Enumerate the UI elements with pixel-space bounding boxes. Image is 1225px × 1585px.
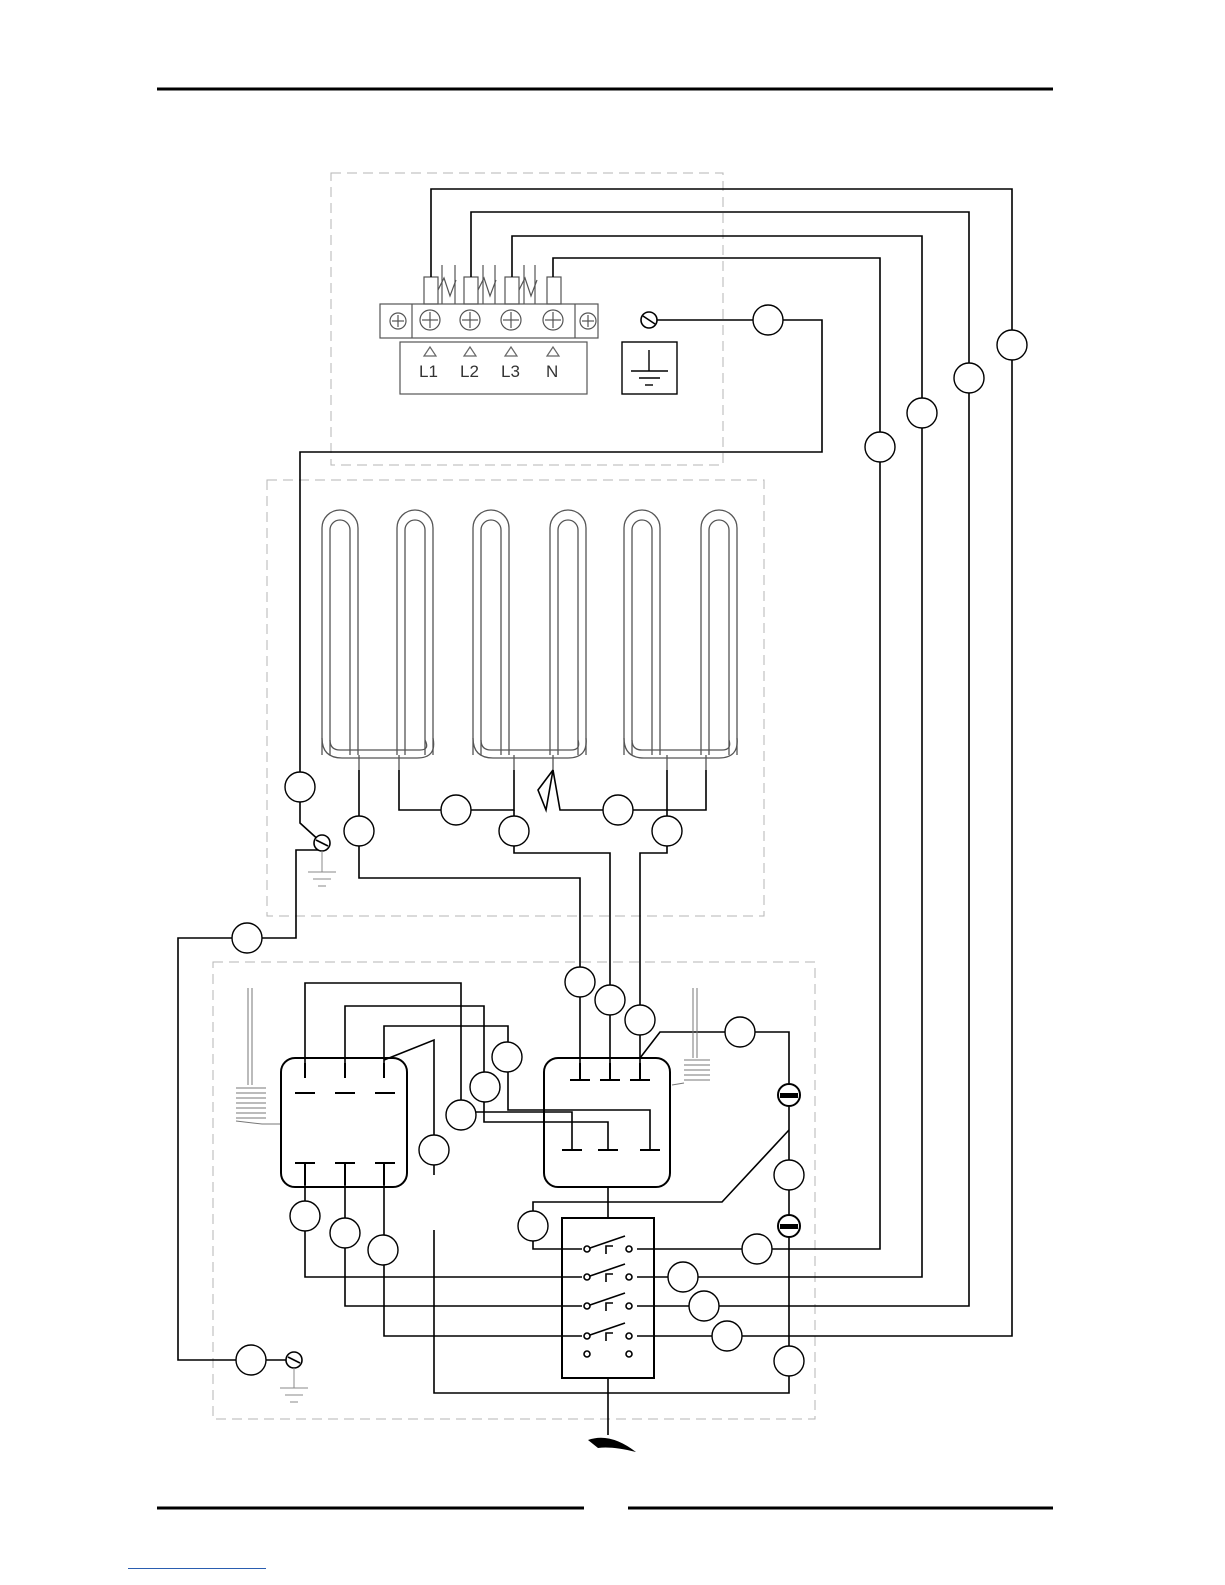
- ground-symbol-icon: [622, 342, 677, 394]
- wire-marker: [565, 967, 595, 997]
- heater-enclosure: [267, 480, 764, 916]
- wire-marker: [285, 772, 315, 802]
- wire-marker: [625, 1005, 655, 1035]
- wire-marker: [689, 1291, 719, 1321]
- wire-marker: [907, 398, 937, 428]
- wire-marker: [954, 363, 984, 393]
- terminal-block: [380, 265, 598, 394]
- wire-marker: [344, 816, 374, 846]
- ground-symbol-icon: [280, 851, 336, 1402]
- earth-stud-icon: [286, 835, 330, 1368]
- wire-marker: [441, 795, 471, 825]
- wire-marker: [419, 1135, 449, 1165]
- wire-marker: [236, 1345, 266, 1375]
- earth-stud-icon: [641, 312, 657, 328]
- wire-marker: [997, 330, 1027, 360]
- wire-marker: [753, 305, 783, 335]
- wire-marker: [774, 1346, 804, 1376]
- rotary-switch-icon: [562, 1218, 654, 1378]
- wire-marker: [595, 985, 625, 1015]
- wire-marker: [368, 1235, 398, 1265]
- wire-marker: [668, 1262, 698, 1292]
- wire-marker: [603, 795, 633, 825]
- wire-marker: [725, 1017, 755, 1047]
- wire-marker: [499, 816, 529, 846]
- wire-marker: [652, 816, 682, 846]
- terminal-label-l3: L3: [501, 362, 520, 381]
- wire-marker: [470, 1072, 500, 1102]
- footer-link-underline[interactable]: [128, 1568, 266, 1569]
- terminal-label-l1: L1: [419, 362, 438, 381]
- wire-marker: [742, 1234, 772, 1264]
- wire-marker: [712, 1321, 742, 1351]
- wire-marker: [290, 1201, 320, 1231]
- wire-marker: [774, 1160, 804, 1190]
- heating-element-icon: [322, 510, 737, 770]
- wire-marker: [518, 1211, 548, 1241]
- wire-marker: [865, 432, 895, 462]
- terminal-label-l2: L2: [460, 362, 479, 381]
- wire-marker: [446, 1100, 476, 1130]
- wire-marker: [330, 1218, 360, 1248]
- wire-markers: [232, 305, 1027, 1376]
- contactor-a: [281, 1058, 407, 1187]
- wire-marker: [232, 923, 262, 953]
- wiring: [178, 189, 1012, 1435]
- cable-icon: [588, 1438, 636, 1452]
- wire-marker: [492, 1042, 522, 1072]
- terminal-label-n: N: [546, 362, 558, 381]
